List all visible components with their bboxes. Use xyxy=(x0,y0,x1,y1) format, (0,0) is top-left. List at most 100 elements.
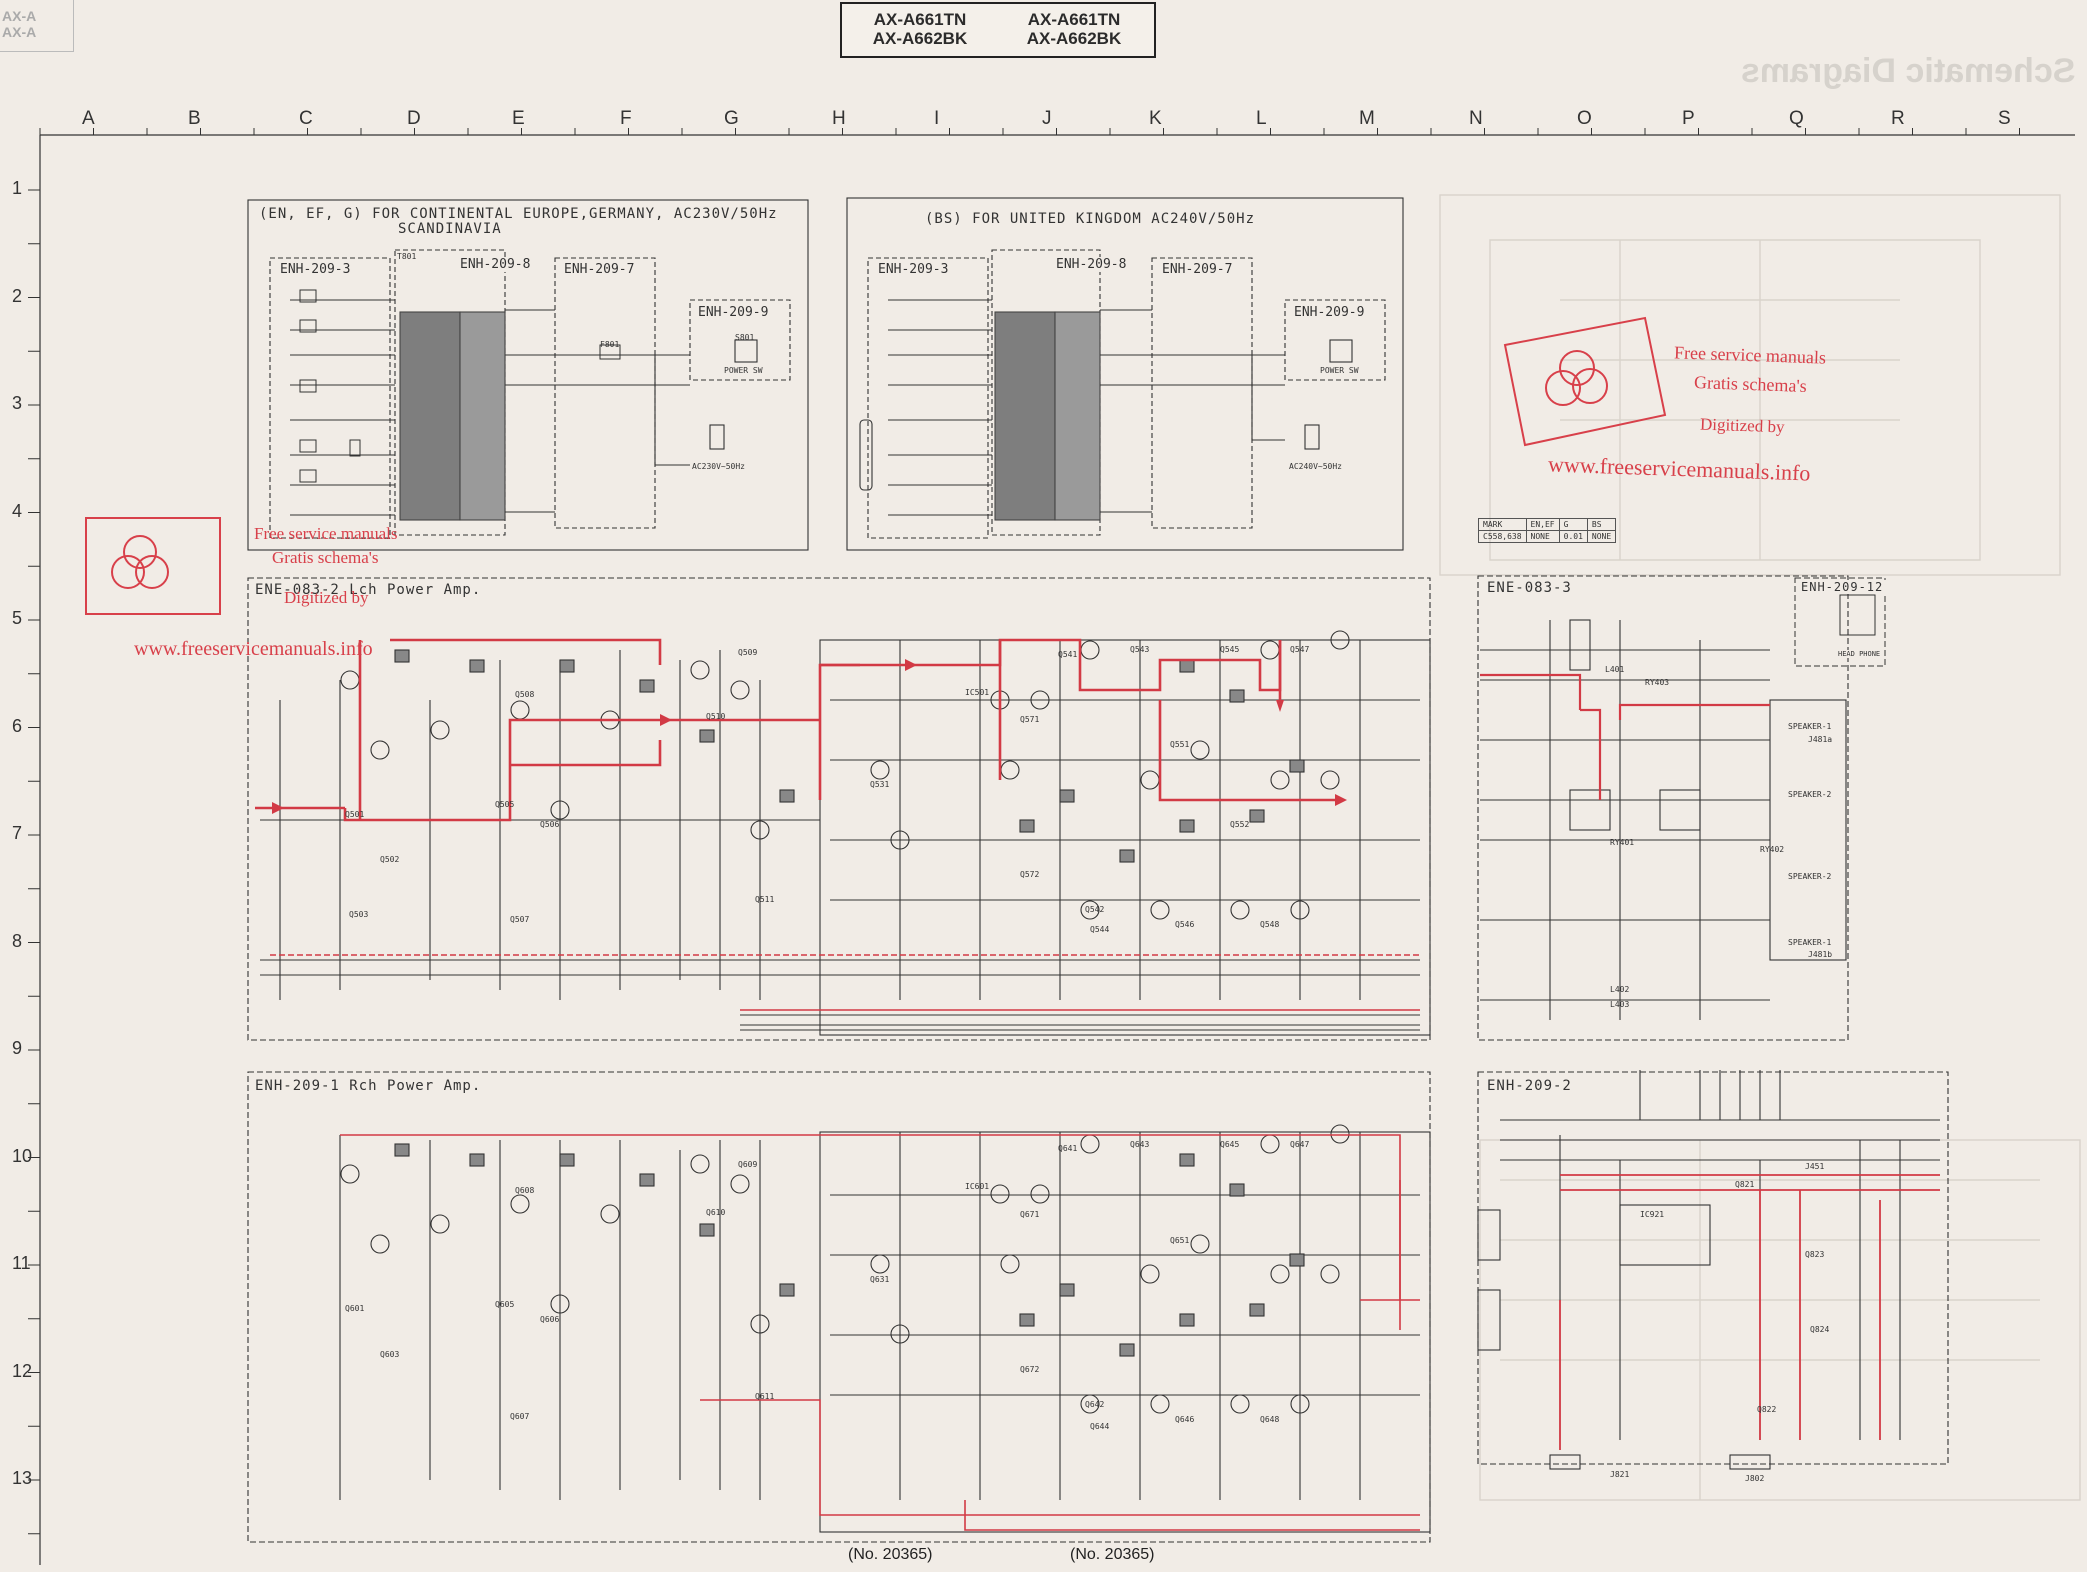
transistor-symbol xyxy=(890,830,910,850)
transistor-symbol xyxy=(370,1234,390,1254)
part-label: Q548 xyxy=(1260,920,1280,929)
part-label: Q552 xyxy=(1230,820,1250,829)
continental-section-title: (EN, EF, G) FOR CONTINENTAL EUROPE,GERMA… xyxy=(256,206,781,222)
lch-amp-title: ENE-083-2 Lch Power Amp. xyxy=(252,582,485,598)
part-label: Q643 xyxy=(1130,1140,1150,1149)
ruler-lines xyxy=(39,134,2075,1565)
speaker-label: SPEAKER-2 xyxy=(1786,872,1834,881)
column-letter: F xyxy=(620,108,632,129)
transistor-symbol xyxy=(1290,900,1310,920)
part-label: S801 xyxy=(735,333,755,342)
component-block xyxy=(1179,1153,1195,1167)
ene0833-signal-path xyxy=(1480,673,1770,800)
component-block xyxy=(639,679,655,693)
part-label: T801 xyxy=(397,252,417,261)
transistor-symbol xyxy=(750,820,770,840)
component-block xyxy=(699,1223,715,1237)
part-label: L401 xyxy=(1605,665,1625,674)
column-letter: O xyxy=(1577,108,1592,129)
board-label: ENH-209-3 xyxy=(278,262,353,277)
part-label: Q645 xyxy=(1220,1140,1240,1149)
component-block xyxy=(394,1143,410,1157)
component-block xyxy=(1249,809,1265,823)
speaker-label: SPEAKER-1 xyxy=(1786,722,1834,731)
column-letter: S xyxy=(1998,108,2011,129)
row-number: 9 xyxy=(12,1038,23,1058)
continental-power-section xyxy=(247,199,809,551)
uk-section-title: (BS) FOR UNITED KINGDOM AC240V/50Hz xyxy=(922,211,1259,227)
row-number: 1 xyxy=(12,178,23,198)
enh2092-signal-path xyxy=(1559,1174,1940,1450)
part-label: Q506 xyxy=(540,820,560,829)
mark-table-cell: G xyxy=(1558,518,1588,531)
part-label: Q642 xyxy=(1085,1400,1105,1409)
component-block xyxy=(559,659,575,673)
transistor-symbol xyxy=(1080,900,1100,920)
part-label: Q823 xyxy=(1805,1250,1825,1259)
column-letter: D xyxy=(407,108,421,129)
mark-table-cell: NONE xyxy=(1525,530,1560,543)
row-ticks xyxy=(28,189,40,1535)
part-label: IC501 xyxy=(965,688,990,697)
transistor-symbol xyxy=(750,1314,770,1334)
enh2092-title: ENH-209-2 xyxy=(1484,1078,1575,1094)
transistor-symbol xyxy=(430,1214,450,1234)
watermark-line2-left: Gratis schema's xyxy=(272,548,379,567)
rch-transistor-group xyxy=(340,1124,1350,1414)
ac-label: AC230V~50Hz xyxy=(690,462,747,471)
speaker-label: SPEAKER-1 xyxy=(1786,938,1834,947)
ene0833-title: ENE-083-3 xyxy=(1484,580,1575,596)
part-label: IC921 xyxy=(1640,1210,1665,1219)
ene0833-speaker-relay-board xyxy=(1477,575,1849,1041)
transistor-symbol xyxy=(1150,900,1170,920)
component-block xyxy=(1249,1303,1265,1317)
row-number: 7 xyxy=(12,823,23,843)
transistor-symbol xyxy=(1290,1394,1310,1414)
part-label: Q551 xyxy=(1170,740,1190,749)
part-label: Q651 xyxy=(1170,1236,1190,1245)
component-block xyxy=(1119,849,1135,863)
transistor-symbol xyxy=(340,1164,360,1184)
part-label: Q603 xyxy=(380,1350,400,1359)
part-label: Q646 xyxy=(1175,1415,1195,1424)
column-letter: G xyxy=(724,108,739,129)
transistor-symbol xyxy=(690,660,710,680)
transistor-symbol xyxy=(1080,1134,1100,1154)
transistor-symbol xyxy=(1320,1264,1340,1284)
part-label: Q644 xyxy=(1090,1422,1110,1431)
part-label: Q641 xyxy=(1058,1144,1078,1153)
column-letter: I xyxy=(934,108,940,129)
lch-signal-arrows xyxy=(272,659,1347,814)
component-block xyxy=(1019,1313,1035,1327)
part-label: Q611 xyxy=(755,1392,775,1401)
row-number: 12 xyxy=(12,1360,33,1381)
row-number: 13 xyxy=(12,1468,33,1488)
rch-power-amp-board xyxy=(247,1071,1431,1543)
transistor-symbol xyxy=(1150,1394,1170,1414)
component-block xyxy=(469,659,485,673)
component-block xyxy=(1289,759,1305,773)
part-label: Q507 xyxy=(510,915,530,924)
column-letter: A xyxy=(82,108,95,129)
column-letter: P xyxy=(1682,108,1695,129)
transistor-symbol xyxy=(730,1174,750,1194)
part-label: Q547 xyxy=(1290,645,1310,654)
row-number: 3 xyxy=(12,393,23,413)
part-label: Q509 xyxy=(738,648,758,657)
lch-transistor-group xyxy=(340,630,1350,920)
component-block xyxy=(1289,1253,1305,1267)
part-label: Q505 xyxy=(495,800,515,809)
board-label: ENH-209-8 xyxy=(458,257,533,272)
transistor-symbol xyxy=(1140,770,1160,790)
watermark-line3-right: Digitized by xyxy=(1699,414,1785,437)
transistor-symbol xyxy=(1260,1134,1280,1154)
column-ticks xyxy=(39,128,2020,135)
part-label: J481a xyxy=(1808,735,1833,744)
transistor-symbol xyxy=(1030,690,1050,710)
model-column-left: AX-A661TN AX-A662BK xyxy=(850,10,990,48)
transistor-symbol xyxy=(870,760,890,780)
component-block xyxy=(639,1173,655,1187)
transistor-symbol xyxy=(890,1324,910,1344)
